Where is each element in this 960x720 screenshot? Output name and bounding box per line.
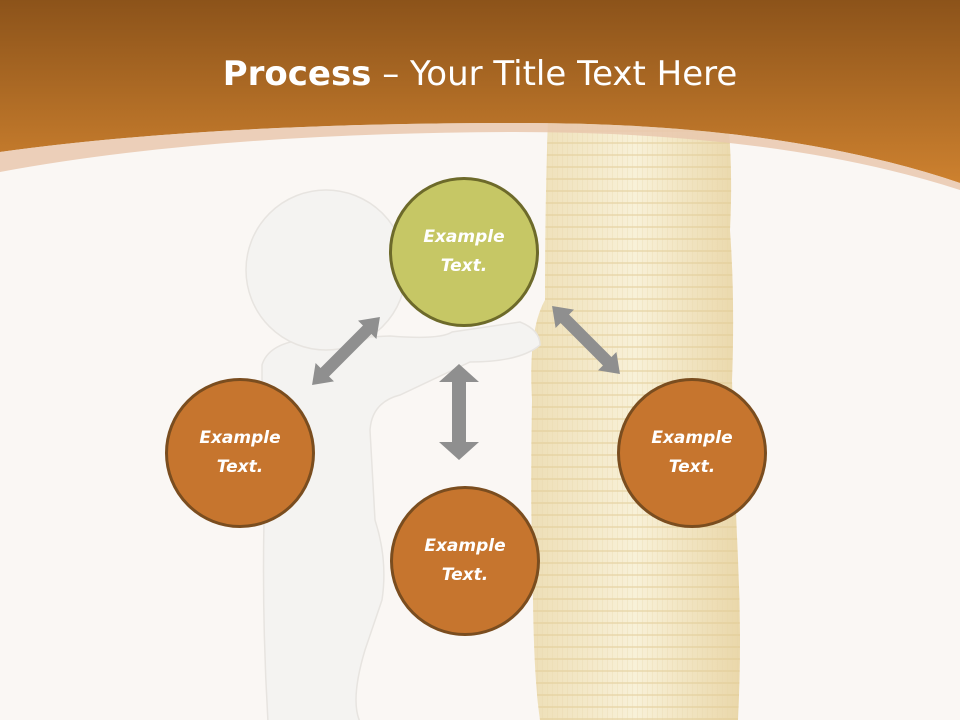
process-node-left-label: Example Text. [199, 428, 281, 477]
process-node-top[interactable]: Example Text. [389, 177, 539, 327]
slide-title: Process – Your Title Text Here [0, 52, 960, 96]
process-node-left[interactable]: Example Text. [165, 378, 315, 528]
figure-illustration [245, 189, 541, 720]
arrows-group [312, 306, 620, 460]
double-arrow-vertical [439, 364, 479, 460]
title-rest: – Your Title Text Here [371, 54, 738, 94]
process-node-bottom-label: Example Text. [424, 536, 506, 585]
header-swoosh [0, 122, 960, 190]
process-node-top-label: Example Text. [423, 227, 505, 276]
process-node-right[interactable]: Example Text. [617, 378, 767, 528]
process-node-right-label: Example Text. [651, 428, 733, 477]
double-arrow-top-right [552, 306, 620, 374]
double-arrow-top-left [312, 317, 380, 385]
process-node-bottom[interactable]: Example Text. [390, 486, 540, 636]
title-bold: Process [222, 54, 372, 94]
header-band [0, 0, 960, 183]
